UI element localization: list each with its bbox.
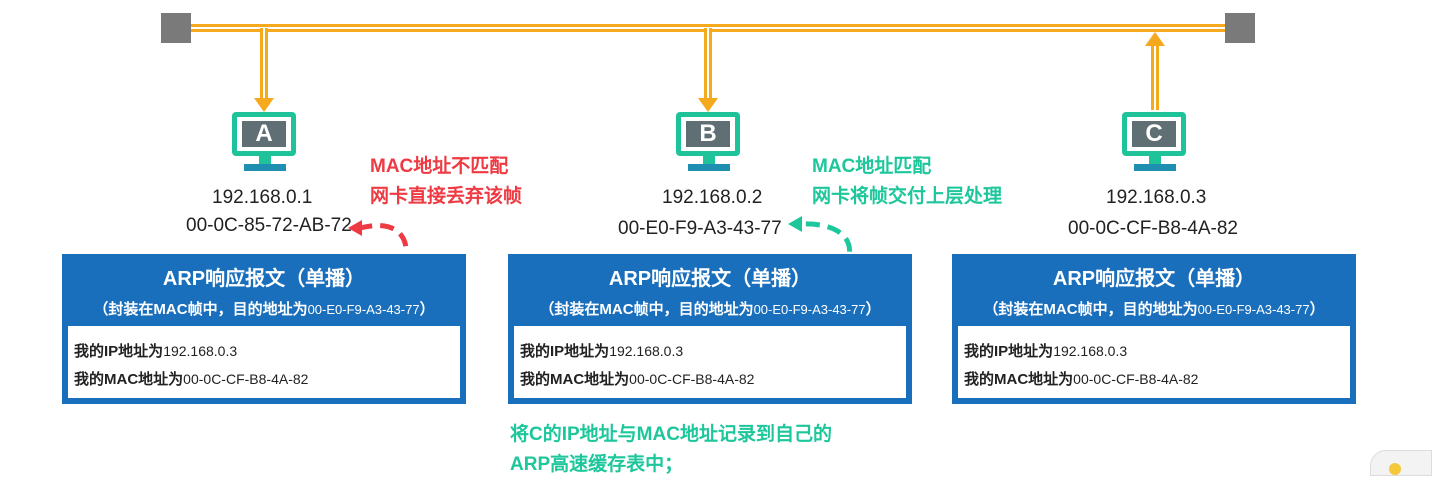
- card-subtitle: （封装在MAC帧中，目的地址为00-E0-F9-A3-43-77）: [93, 301, 435, 318]
- card-body: 我的IP地址为192.168.0.3 我的MAC地址为00-0C-CF-B8-4…: [958, 326, 1350, 398]
- host-label: B: [686, 121, 730, 147]
- card-ip-line: 我的IP地址为192.168.0.3: [964, 343, 1128, 360]
- host-b-ip: 192.168.0.2: [662, 187, 763, 208]
- card-mac-line: 我的MAC地址为00-0C-CF-B8-4A-82: [964, 371, 1199, 388]
- bus-terminator-left: [161, 13, 191, 43]
- host-a-ip: 192.168.0.1: [212, 187, 313, 208]
- match-note: MAC地址匹配 网卡将帧交付上层处理: [812, 156, 1003, 207]
- status-dot-icon: [1389, 463, 1401, 475]
- arp-reply-card-c: ARP响应报文（单播） （封装在MAC帧中，目的地址为00-E0-F9-A3-4…: [952, 254, 1356, 404]
- card-title: ARP响应报文（单播）: [608, 268, 812, 290]
- bus-terminator-right: [1225, 13, 1255, 43]
- card-subtitle: （封装在MAC帧中，目的地址为00-E0-F9-A3-43-77）: [539, 301, 881, 318]
- monitor-icon: C: [1122, 112, 1186, 156]
- card-subtitle: （封装在MAC帧中，目的地址为00-E0-F9-A3-43-77）: [983, 301, 1325, 318]
- host-label: A: [242, 121, 286, 147]
- drop-arrow-a: [254, 28, 274, 112]
- card-mac-line: 我的MAC地址为00-0C-CF-B8-4A-82: [520, 371, 755, 388]
- corner-widget[interactable]: [1370, 450, 1432, 476]
- monitor-icon: B: [676, 112, 740, 156]
- host-c-ip: 192.168.0.3: [1106, 187, 1207, 208]
- arp-reply-card-b: ARP响应报文（单播） （封装在MAC帧中，目的地址为00-E0-F9-A3-4…: [508, 254, 912, 404]
- up-arrow-c: [1145, 32, 1165, 110]
- card-title: ARP响应报文（单播）: [162, 268, 366, 290]
- card-body: 我的IP地址为192.168.0.3 我的MAC地址为00-0C-CF-B8-4…: [514, 326, 906, 398]
- mismatch-note: MAC地址不匹配 网卡直接丢弃该帧: [370, 156, 523, 207]
- card-ip-line: 我的IP地址为192.168.0.3: [74, 343, 238, 360]
- host-c-mac: 00-0C-CF-B8-4A-82: [1068, 218, 1238, 239]
- card-mac-line: 我的MAC地址为00-0C-CF-B8-4A-82: [74, 371, 309, 388]
- card-ip-line: 我的IP地址为192.168.0.3: [520, 343, 684, 360]
- host-b-mac: 00-E0-F9-A3-43-77: [618, 218, 782, 239]
- cache-update-note: 将C的IP地址与MAC地址记录到自己的 ARP高速缓存表中；: [510, 424, 832, 475]
- host-label: C: [1132, 121, 1176, 147]
- host-a-mac: 00-0C-85-72-AB-72: [186, 215, 352, 236]
- card-body: 我的IP地址为192.168.0.3 我的MAC地址为00-0C-CF-B8-4…: [68, 326, 460, 398]
- drop-arrow-b: [698, 28, 718, 112]
- arp-reply-card-a: ARP响应报文（单播） （封装在MAC帧中，目的地址为00-E0-F9-A3-4…: [62, 254, 466, 404]
- card-title: ARP响应报文（单播）: [1052, 268, 1256, 290]
- monitor-icon: A: [232, 112, 296, 156]
